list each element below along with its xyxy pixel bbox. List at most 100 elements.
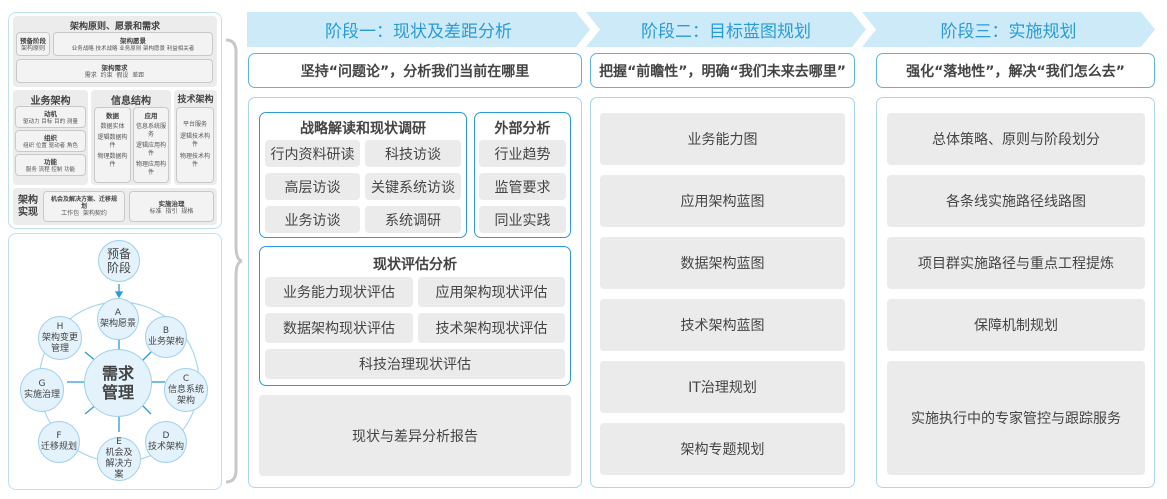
plan-item: 实施执行中的专家管控与跟踪服务	[887, 361, 1145, 475]
plan-item: 各条线实施路径线路图	[887, 175, 1145, 227]
tech-item: 平台服务	[182, 121, 207, 128]
blueprint-item: 应用架构蓝图	[600, 175, 845, 227]
stage-3-title: 阶段三：实施规划	[940, 22, 1077, 42]
research-item: 业务访谈	[265, 206, 360, 233]
assessment-item: 应用架构现状评估	[418, 277, 565, 307]
stage-2-subtitle: 把握“前瞻性”，明确“我们未来去哪里”	[590, 53, 855, 88]
function-text: 服务 流程 控制 功能	[25, 167, 76, 173]
stage-2-subtitle-text: 把握“前瞻性”，明确“我们未来去哪里”	[599, 63, 846, 80]
business-title: 业务架构	[30, 96, 71, 107]
prelim-text: 架构原则	[20, 45, 45, 52]
governance-box: 实施治理标准 指引 规格	[129, 191, 214, 222]
vision-text: 业务战略 技术战略 业务原则 架构愿景 利益相关者	[71, 46, 195, 52]
plan-item: 保障机制规划	[887, 299, 1145, 351]
stage-3-content	[876, 97, 1155, 488]
vision-title: 架构愿景	[120, 37, 146, 45]
blueprint-item: 技术架构蓝图	[600, 299, 845, 351]
external-group: 外部分析	[474, 112, 571, 238]
external-title: 外部分析	[494, 121, 551, 137]
research-item: 系统调研	[365, 206, 461, 233]
organization-title: 组织	[44, 134, 57, 142]
external-item: 监管要求	[479, 173, 566, 200]
plan-item: 项目群实施路径与重点工程提炼	[887, 237, 1145, 289]
app-item: 物理应用构件	[136, 161, 167, 176]
app-title: 应用	[144, 112, 158, 120]
tech-title: 技术架构	[177, 95, 214, 105]
phase-name: 信息系统架构	[167, 384, 204, 406]
vision-box: 架构愿景 业务战略 技术战略 业务原则 架构愿景 利益相关者	[53, 32, 213, 56]
center-label: 需求管理	[101, 364, 134, 402]
phase-letter: F	[56, 431, 62, 441]
phase-letter: C	[182, 373, 190, 384]
blueprint-item: 架构专题规划	[600, 423, 845, 475]
phase-name: 迁移规划	[40, 442, 77, 452]
motivation-box: 动机驱动力 目标 目的 测量	[15, 106, 86, 128]
data-item: 物理数据构件	[97, 153, 128, 168]
research-group: 战略解读和现状调研	[259, 112, 467, 238]
data-column: 数据 数据实体 逻辑数据构件 物理数据构件	[94, 107, 131, 183]
external-item: 行业趋势	[479, 140, 566, 167]
requirements-mgmt-circle[interactable]: 需求管理	[84, 349, 152, 417]
stage-3-subtitle: 强化“落地性”，解决“我们怎么去”	[876, 53, 1155, 88]
prelim-label: 预备阶段	[106, 247, 131, 275]
external-item: 同业实践	[479, 206, 566, 233]
stage-1-subtitle-text: 坚持“问题论”，分析我们当前在哪里	[300, 63, 530, 80]
phase-name: 业务架构	[147, 337, 184, 347]
togaf-content-panel: 架构原则、愿景和需求 预备阶段 架构原则 架构愿景 业务战略 技术战略 业务原则…	[8, 12, 222, 229]
prelim-box: 预备阶段 架构原则	[16, 32, 50, 56]
blueprint-item: 业务能力图	[600, 113, 845, 165]
blueprint-item: 数据架构蓝图	[600, 237, 845, 289]
stage-1-content	[248, 97, 582, 488]
research-item: 高层访谈	[265, 173, 360, 200]
phase-letter: G	[38, 379, 46, 389]
organization-box: 组织组织 位置 驱动者 角色	[15, 130, 86, 152]
brace-connector	[225, 38, 243, 484]
research-item: 科技访谈	[365, 140, 461, 167]
app-item: 逻辑应用构件	[136, 142, 167, 157]
phase-name: 实施治理	[23, 390, 60, 400]
research-item: 关键系统访谈	[365, 173, 461, 200]
req-title: 架构需求	[101, 64, 128, 72]
phase-name: 技术架构	[147, 442, 184, 452]
gov-title: 实施治理	[158, 199, 185, 208]
assessment-item: 技术架构现状评估	[418, 313, 565, 343]
principles-title: 架构原则、愿景和需求	[69, 22, 160, 32]
gov-text: 标准 指引 规格	[149, 207, 194, 215]
data-item: 数据实体	[100, 123, 125, 130]
phase-letter: H	[56, 321, 64, 332]
stage-2-content	[590, 97, 855, 488]
research-item: 行内资料研读	[265, 140, 360, 167]
tech-item: 物理技术构件	[179, 153, 210, 168]
phase-name: 架构变更管理	[41, 332, 78, 354]
opp-text: 工作包 架构契约	[61, 209, 107, 217]
blueprint-item: IT治理规划	[600, 361, 845, 413]
motivation-title: 动机	[44, 110, 57, 118]
prelim-title: 预备阶段	[20, 37, 46, 45]
assessment-title: 现状评估分析	[373, 257, 457, 273]
stage-1-subtitle: 坚持“问题论”，分析我们当前在哪里	[248, 53, 582, 88]
phase-letter: A	[114, 308, 122, 318]
tech-item: 逻辑技术构件	[179, 133, 210, 148]
phase-letter: D	[162, 431, 170, 441]
phase-letter: E	[116, 437, 122, 447]
organization-text: 组织 位置 驱动者 角色	[23, 143, 78, 149]
stage-1-title: 阶段一：现状及差距分析	[325, 22, 512, 42]
opp-title: 机会及解决方案、迁移规划	[50, 195, 117, 210]
data-title: 数据	[106, 112, 119, 120]
app-column: 应用 信息系统服务 逻辑应用构件 物理应用构件	[133, 107, 169, 183]
prelim-phase-circle[interactable]: 预备阶段	[98, 240, 140, 282]
phase-name: 架构愿景	[99, 319, 136, 329]
stage-3-subtitle-text: 强化“落地性”，解决“我们怎么去”	[906, 63, 1125, 80]
plan-item: 总体策略、原则与阶段划分	[887, 113, 1145, 165]
req-text: 需求 约束 假设 差距	[84, 72, 145, 79]
stage-2-header: 阶段二：目标蓝图规划	[586, 12, 866, 47]
info-title: 信息结构	[111, 96, 151, 107]
